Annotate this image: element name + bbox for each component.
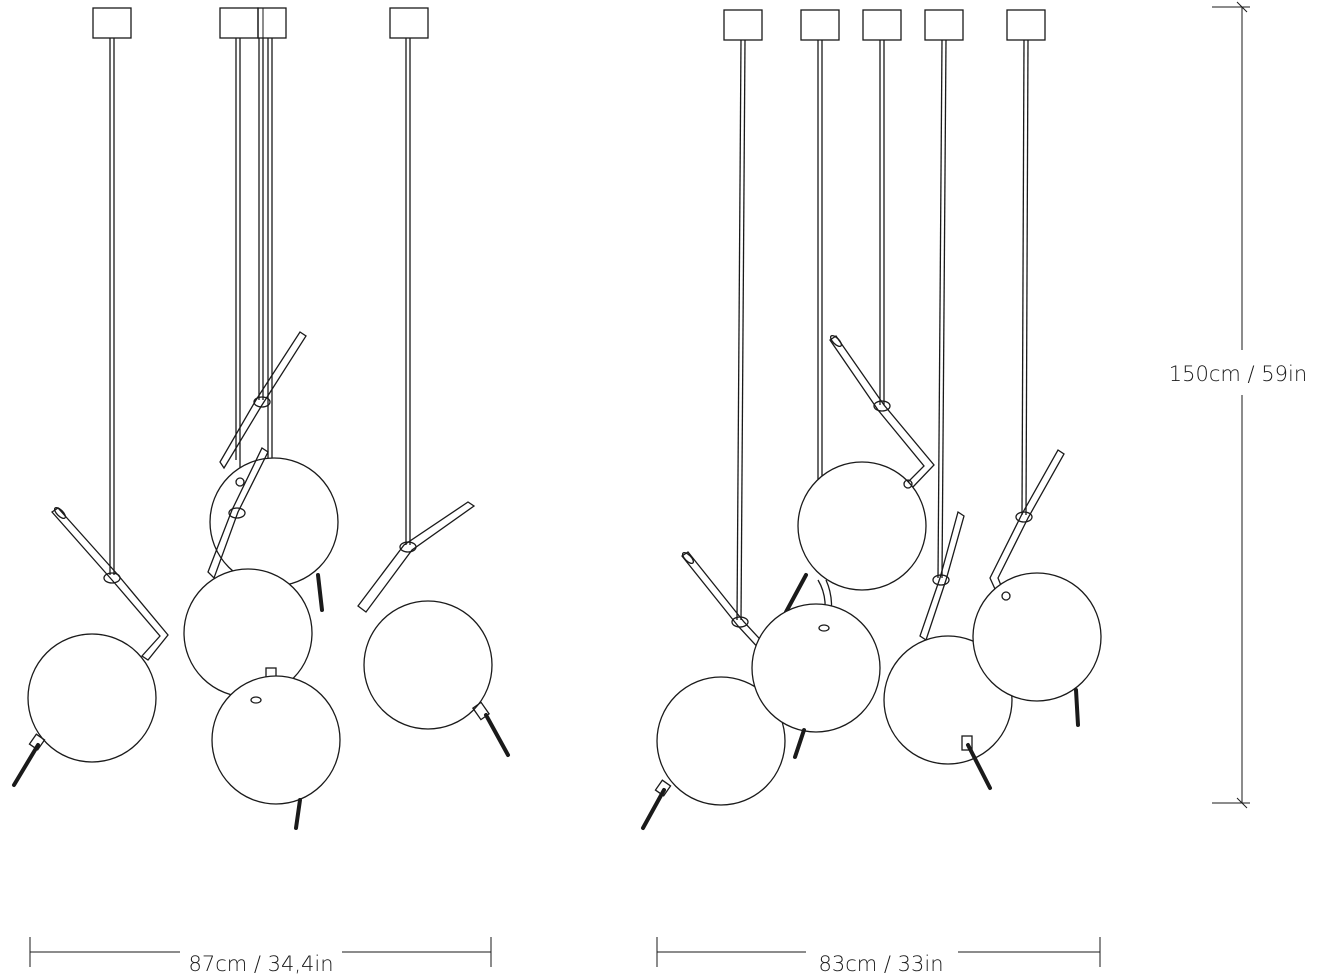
height-dimension: 150cm / 59in — [1169, 1, 1307, 809]
pendant-lamp — [209, 331, 339, 612]
left-lamp-cluster — [12, 7, 510, 830]
canopy — [389, 7, 429, 39]
pendant-lamp — [211, 675, 341, 830]
canopy — [800, 9, 840, 41]
canopy — [924, 9, 964, 41]
pendant-lamp — [357, 501, 510, 757]
suspension-rods — [109, 38, 411, 575]
pendant-lamp — [751, 579, 881, 759]
suspension-rods — [736, 39, 1029, 621]
pendant-lamp — [972, 449, 1102, 727]
pendant-lamp — [883, 510, 1013, 790]
canopy — [1006, 9, 1046, 41]
width-dimension-right: 83cm / 33in — [656, 937, 1101, 976]
width-dimension-left: 87cm / 34,4in — [29, 937, 492, 976]
width-label-right: 83cm / 33in — [818, 952, 943, 976]
right-lamp-cluster — [641, 9, 1102, 830]
width-label-left: 87cm / 34,4in — [188, 952, 333, 976]
canopy — [862, 9, 902, 41]
canopy — [257, 7, 287, 39]
canopy — [723, 9, 763, 41]
pendant-lamp — [12, 506, 169, 787]
pendant-lamp — [784, 334, 935, 614]
height-label: 150cm / 59in — [1169, 362, 1307, 386]
canopy — [219, 7, 259, 39]
canopy — [92, 7, 132, 39]
